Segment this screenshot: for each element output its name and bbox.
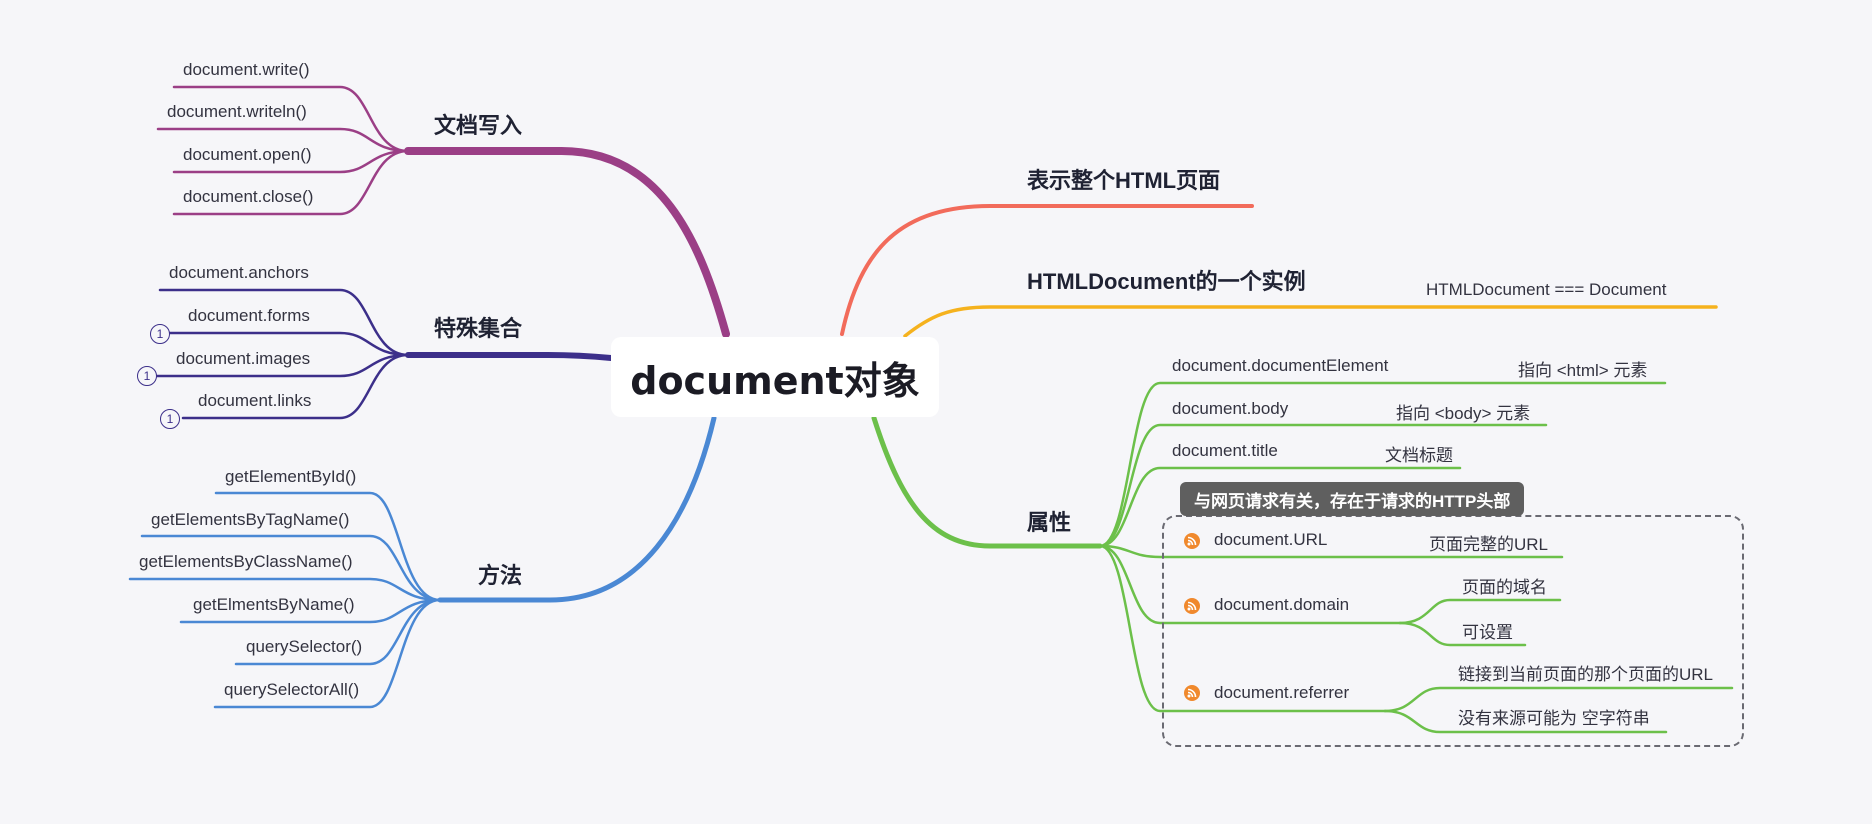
trunk-instance: [903, 305, 1718, 338]
trunk-props: [871, 415, 1103, 549]
leaf-write[interactable]: document.write(): [183, 60, 310, 79]
rss-icon: [1184, 598, 1200, 614]
root-node[interactable]: document对象: [611, 337, 939, 417]
branch-write-label[interactable]: 文档写入: [434, 113, 523, 138]
leaf-images[interactable]: document.images: [176, 349, 311, 368]
leaf-getElmentsByName[interactable]: getElmentsByName(): [193, 595, 355, 614]
forms-count-badge[interactable]: 1: [150, 324, 170, 344]
leaf-anchors[interactable]: document.anchors: [169, 263, 309, 282]
trunk-desc: [840, 204, 1254, 336]
branch-props-label[interactable]: 属性: [1027, 510, 1072, 535]
leaf-getElementsByTagName[interactable]: getElementsByTagName(): [151, 510, 350, 529]
prop-title[interactable]: document.title: [1172, 441, 1278, 460]
prop-documentElement[interactable]: document.documentElement: [1172, 356, 1389, 375]
prop-referrer[interactable]: document.referrer: [1214, 683, 1350, 702]
leaf-querySelector[interactable]: querySelector(): [246, 637, 363, 656]
trunk-write: [404, 146, 730, 338]
leaf-forms[interactable]: document.forms: [188, 306, 310, 325]
request-group-boundary[interactable]: [1162, 515, 1744, 747]
rss-icon: [1184, 533, 1200, 549]
branch-collections-label[interactable]: 特殊集合: [434, 316, 523, 341]
instance-note[interactable]: HTMLDocument === Document: [1426, 280, 1667, 299]
prop-title-desc[interactable]: 文档标题: [1385, 446, 1453, 465]
branch-desc-label[interactable]: 表示整个HTML页面: [1027, 168, 1221, 193]
leaf-getElementById[interactable]: getElementById(): [225, 467, 357, 486]
leaf-close[interactable]: document.close(): [183, 187, 314, 206]
images-count-badge[interactable]: 1: [137, 366, 157, 386]
branch-methods-label[interactable]: 方法: [478, 563, 523, 588]
prop-body-desc[interactable]: 指向 <body> 元素: [1396, 404, 1531, 423]
leaf-open[interactable]: document.open(): [183, 145, 312, 164]
prop-URL-desc[interactable]: 页面完整的URL: [1429, 535, 1549, 554]
leaf-links[interactable]: document.links: [198, 391, 312, 410]
leaf-writeln[interactable]: document.writeln(): [167, 102, 307, 121]
root-label: document对象: [630, 358, 920, 403]
prop-URL[interactable]: document.URL: [1214, 530, 1328, 549]
rss-icon: [1184, 685, 1200, 701]
trunk-methods: [437, 415, 717, 603]
leaf-getElementsByClassName[interactable]: getElementsByClassName(): [139, 552, 353, 571]
request-group-label[interactable]: 与网页请求有关，存在于请求的HTTP头部: [1180, 482, 1525, 516]
prop-body[interactable]: document.body: [1172, 399, 1289, 418]
branch-instance-label[interactable]: HTMLDocument的一个实例: [1027, 269, 1306, 294]
links-count-badge[interactable]: 1: [160, 409, 180, 429]
prop-referrer-desc1[interactable]: 链接到当前页面的那个页面的URL: [1458, 665, 1714, 684]
prop-domain[interactable]: document.domain: [1214, 595, 1350, 614]
prop-domain-desc2[interactable]: 可设置: [1462, 623, 1513, 642]
trunk-collections: [405, 352, 614, 361]
leaf-querySelectorAll[interactable]: querySelectorAll(): [224, 680, 360, 699]
prop-domain-desc1[interactable]: 页面的域名: [1462, 578, 1547, 597]
prop-documentElement-desc[interactable]: 指向 <html> 元素: [1518, 361, 1648, 380]
prop-referrer-desc2[interactable]: 没有来源可能为 空字符串: [1458, 709, 1650, 728]
